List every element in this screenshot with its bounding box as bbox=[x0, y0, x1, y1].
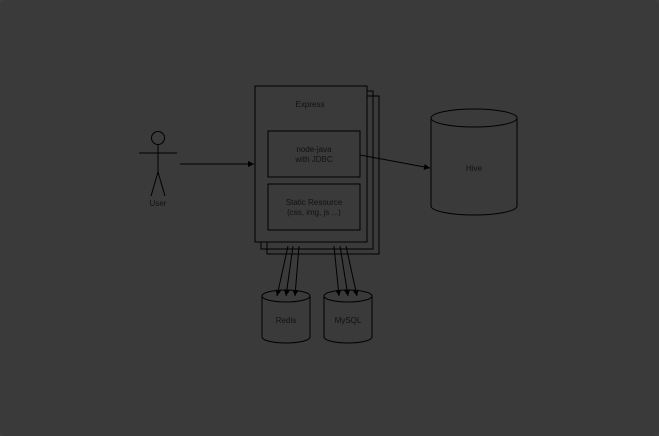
user-head bbox=[151, 131, 165, 145]
hive-label: Hive bbox=[466, 164, 483, 173]
express-stack bbox=[254, 85, 380, 255]
redis-arrow-2 bbox=[283, 245, 294, 297]
user-left-leg bbox=[150, 171, 159, 197]
express-title: Express bbox=[296, 100, 325, 109]
express-box bbox=[254, 85, 368, 243]
redis-body bbox=[261, 296, 311, 344]
static-resource-line2: (css, img, js ...) bbox=[287, 208, 341, 217]
mysql-cylinder bbox=[323, 289, 373, 344]
redis-arrow-3 bbox=[292, 245, 300, 297]
redis-top bbox=[261, 289, 311, 303]
static-resource-line1: Static Resource bbox=[286, 198, 343, 207]
user-label: User bbox=[150, 199, 167, 208]
user-actor bbox=[139, 131, 177, 197]
node-java-box bbox=[267, 130, 361, 178]
redis-cylinder bbox=[261, 289, 311, 344]
mysql-arrow-2 bbox=[339, 245, 351, 297]
redis-arrow-1 bbox=[275, 245, 289, 297]
mysql-label: MySQL bbox=[335, 316, 362, 325]
mysql-body bbox=[323, 296, 373, 344]
hive-body bbox=[430, 118, 518, 216]
mysql-top bbox=[323, 289, 373, 303]
static-resource-box bbox=[267, 183, 361, 231]
node-java-to-hive-arrow bbox=[359, 154, 431, 170]
express-to-redis-arrows bbox=[275, 245, 300, 297]
hive-cylinder bbox=[430, 108, 518, 216]
node-java-line1: node-java bbox=[296, 145, 332, 154]
node-java-line2: with JDBC bbox=[294, 155, 333, 164]
user-right-leg bbox=[157, 171, 166, 197]
mysql-arrow-3 bbox=[345, 245, 359, 297]
hive-top bbox=[430, 108, 518, 128]
express-to-mysql-arrows bbox=[333, 245, 359, 297]
redis-label: Redis bbox=[276, 316, 296, 325]
mysql-arrow-1 bbox=[333, 245, 342, 297]
